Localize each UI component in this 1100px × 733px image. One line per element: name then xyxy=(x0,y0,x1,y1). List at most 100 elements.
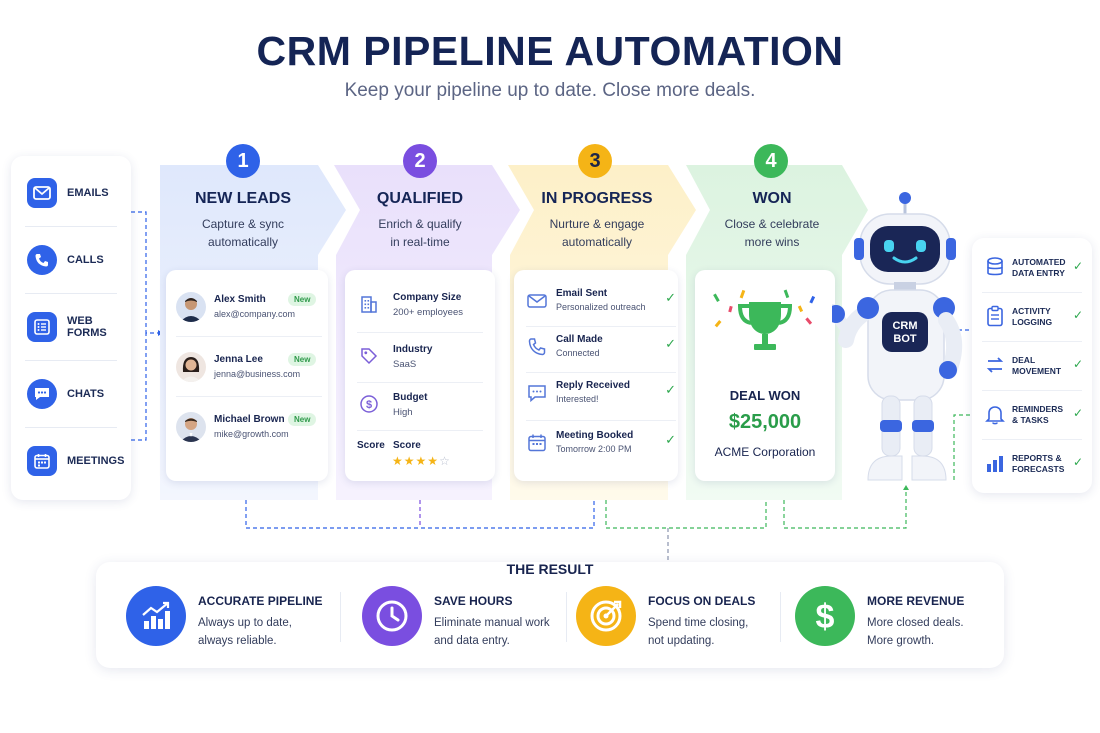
activity-detail: Tomorrow 2:00 PM xyxy=(556,444,632,454)
avatar xyxy=(176,352,206,382)
field-label: Budget xyxy=(393,392,428,403)
benefit-title: ACCURATE PIPELINE xyxy=(198,594,323,608)
desc-line: Eliminate manual work xyxy=(434,617,550,629)
page-title: CRM PIPELINE AUTOMATION xyxy=(256,28,844,74)
lead-row[interactable]: Jenna Lee jenna@business.com New xyxy=(176,344,322,394)
automation-label: REMINDERS & TASKS xyxy=(1012,404,1072,426)
automation-deal-movement[interactable]: DEAL MOVEMENT ✓ xyxy=(972,342,1092,390)
divider xyxy=(340,592,341,642)
divider xyxy=(25,226,117,227)
desc-line: in real-time xyxy=(390,235,450,249)
check-icon: ✓ xyxy=(665,336,676,351)
divider xyxy=(176,396,322,397)
robot-badge-line: CRM xyxy=(892,320,918,332)
avatar xyxy=(176,412,206,442)
industry-row: Industry SaaS xyxy=(359,344,495,388)
activity-title: Reply Received xyxy=(556,380,630,391)
field-value: SaaS xyxy=(393,359,417,370)
divider xyxy=(526,372,676,373)
automation-reports[interactable]: REPORTS & FORECASTS ✓ xyxy=(972,440,1092,488)
chat-bubble-icon xyxy=(27,379,57,409)
activity-detail: Personalized outreach xyxy=(556,302,646,312)
stage-number-4: 4 xyxy=(754,144,788,178)
calendar-icon xyxy=(526,432,548,454)
check-icon: ✓ xyxy=(1073,455,1084,469)
desc-line: not updating. xyxy=(648,635,715,647)
source-emails[interactable]: EMAILS xyxy=(11,160,131,226)
automation-label: DEAL MOVEMENT xyxy=(1012,355,1072,377)
desc-line: More closed deals. xyxy=(867,617,964,629)
star-filled-icon: ★ xyxy=(415,454,428,468)
lead-name: Michael Brown xyxy=(214,414,285,425)
label-line: ACTIVITY xyxy=(1012,306,1051,316)
won-card: DEAL WON $25,000 ACME Corporation xyxy=(695,270,835,481)
divider xyxy=(780,592,781,642)
label-line: REPORTS & xyxy=(1012,453,1062,463)
form-icon xyxy=(27,312,57,342)
trend-chart-icon xyxy=(126,586,186,646)
activity-title: Call Made xyxy=(556,334,603,345)
page-subtitle: Keep your pipeline up to date. Close mor… xyxy=(344,80,756,101)
robot-illustration xyxy=(832,192,963,481)
stage-desc-in-progress: Nurture & engage automatically xyxy=(512,215,682,251)
activity-row: Reply Received Interested! ✓ xyxy=(526,380,676,424)
desc-line: automatically xyxy=(561,235,633,249)
stage-desc-won: Close & celebrate more wins xyxy=(687,215,857,251)
benefit-desc: More closed deals. More growth. xyxy=(867,614,964,650)
source-web-forms[interactable]: WEB FORMS xyxy=(11,294,131,360)
check-icon: ✓ xyxy=(1073,357,1084,371)
lead-name: Jenna Lee xyxy=(214,354,263,365)
label-line: & TASKS xyxy=(1012,415,1049,425)
divider xyxy=(982,292,1082,293)
automation-activity-logging[interactable]: ACTIVITY LOGGING ✓ xyxy=(972,293,1092,341)
database-icon xyxy=(984,256,1006,278)
lead-name: Alex Smith xyxy=(214,294,266,305)
dollar-icon: $ xyxy=(795,586,855,646)
lead-row[interactable]: Michael Brown mike@growth.com New xyxy=(176,404,322,454)
lead-row[interactable]: Alex Smith alex@company.com New xyxy=(176,284,322,334)
new-leads-card: Alex Smith alex@company.com New Jenna Le… xyxy=(166,270,328,481)
source-calls[interactable]: CALLS xyxy=(11,227,131,293)
stage-number-1: 1 xyxy=(226,144,260,178)
score-row: Score Score ★★★★☆ xyxy=(357,440,493,484)
status-badge: New xyxy=(288,293,317,306)
automations-panel: AUTOMATED DATA ENTRY ✓ ACTIVITY LOGGING … xyxy=(972,238,1092,493)
lead-email: alex@company.com xyxy=(214,309,295,319)
divider xyxy=(357,382,483,383)
benefit-desc: Eliminate manual work and data entry. xyxy=(434,614,550,650)
star-filled-icon: ★ xyxy=(392,454,404,468)
field-value: 200+ employees xyxy=(393,307,463,318)
source-label: CALLS xyxy=(67,254,104,266)
divider xyxy=(176,336,322,337)
sources-list: EMAILS CALLS WEB FORMS CHATS MEETINGS xyxy=(11,156,131,500)
desc-line: Enrich & qualify xyxy=(378,217,462,231)
clipboard-icon xyxy=(984,305,1006,327)
svg-text:$: $ xyxy=(366,399,372,411)
deal-won-label: DEAL WON xyxy=(729,388,801,403)
automation-data-entry[interactable]: AUTOMATED DATA ENTRY ✓ xyxy=(972,244,1092,292)
source-chats[interactable]: CHATS xyxy=(11,361,131,427)
score-side-label: Score xyxy=(357,440,385,451)
divider xyxy=(25,360,117,361)
divider xyxy=(357,332,483,333)
automation-reminders[interactable]: REMINDERS & TASKS ✓ xyxy=(972,391,1092,439)
benefit-accurate-pipeline: ACCURATE PIPELINE Always up to date, alw… xyxy=(126,586,346,648)
swap-arrows-icon xyxy=(984,354,1006,376)
budget-row: $ Budget High xyxy=(359,392,495,436)
benefit-desc: Always up to date, always reliable. xyxy=(198,614,292,650)
building-icon xyxy=(359,294,379,314)
phone-icon xyxy=(27,245,57,275)
source-meetings[interactable]: MEETINGS xyxy=(11,428,131,494)
label-line: LOGGING xyxy=(1012,317,1053,327)
svg-text:$: $ xyxy=(816,598,835,636)
label-line: DATA ENTRY xyxy=(1012,268,1065,278)
divider xyxy=(526,420,676,421)
field-label: Score xyxy=(393,440,421,451)
activity-title: Meeting Booked xyxy=(556,430,634,441)
divider xyxy=(566,592,567,642)
label-line: AUTOMATED xyxy=(1012,257,1066,267)
stage-number-3: 3 xyxy=(578,144,612,178)
divider xyxy=(982,439,1082,440)
divider xyxy=(25,293,117,294)
desc-line: and data entry. xyxy=(434,635,510,647)
